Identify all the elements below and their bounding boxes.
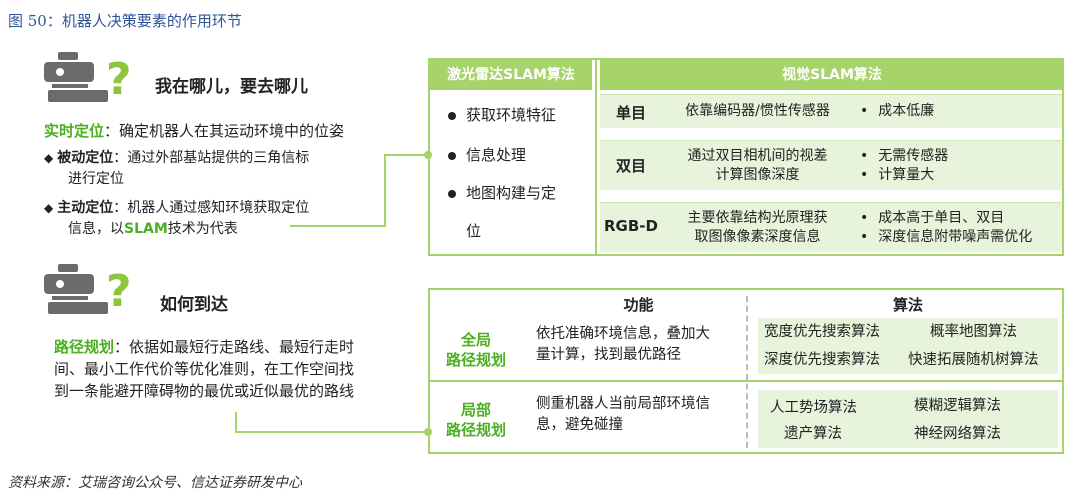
- laser-item: 获取环境特征: [448, 104, 556, 125]
- realtime-localization-text: 实时定位：确定机器人在其运动环境中的位姿: [44, 120, 344, 142]
- visual-row-mono: 单目 依靠编码器/惯性传感器 •成本低廉: [600, 94, 1062, 128]
- bullet-dot-icon: [448, 151, 456, 160]
- visual-row-stereo: 双目 通过双目相机间的视差计算图像深度 •无需传感器•计算量大: [600, 140, 1062, 190]
- algorithm-column-header: 算法: [892, 296, 923, 314]
- navigation-heading: 如何到达: [160, 295, 228, 315]
- algorithm-item: 模糊逻辑算法: [914, 398, 1001, 414]
- realtime-localization-key: 实时定位: [44, 122, 105, 140]
- laser-item: 位: [466, 222, 482, 240]
- algorithm-item: 遗产算法: [784, 426, 842, 442]
- column-separator: [746, 296, 748, 448]
- laser-slam-header: 激光雷达SLAM算法: [430, 60, 592, 90]
- bullet-dot-icon: [448, 111, 456, 120]
- path-planning-text: 路径规划：依据如最短行走路线、最短行走时 间、最小工作代价等优化准则，在工作空间…: [54, 338, 355, 400]
- active-localization-text: ◆主动定位：机器人通过感知环境获取定位 信息，以SLAM技术为代表: [44, 200, 310, 237]
- svg-text:?: ?: [106, 54, 132, 105]
- robot-question-icon: ?: [40, 262, 135, 320]
- global-path-function: 依托准确环境信息，叠加大量计算，找到最优路径: [536, 326, 710, 363]
- localization-heading: 我在哪儿，要去哪儿: [155, 77, 308, 97]
- bullet-dot-icon: [448, 189, 456, 198]
- visual-row-rgbd: RGB-D 主要依靠结构光原理获取图像像素深度信息 •成本高于单目、双目•深度信…: [600, 202, 1062, 252]
- diamond-bullet-icon: ◆: [44, 201, 54, 215]
- global-path-planning-label: 全局路径规划: [445, 331, 506, 369]
- algorithm-item: 神经网络算法: [914, 426, 1001, 442]
- local-path-function: 侧重机器人当前局部环境信息，避免碰撞: [536, 396, 710, 433]
- realtime-localization-desc: ：确定机器人在其运动环境中的位姿: [104, 122, 345, 140]
- row-divider: [430, 380, 1062, 382]
- source-note: 资料来源：艾瑞咨询公众号、信达证券研发中心: [8, 475, 302, 491]
- robot-question-icon: ?: [40, 50, 135, 108]
- algorithm-item: 快速拓展随机树算法: [908, 352, 1039, 368]
- figure-title: 图 50：机器人决策要素的作用环节: [8, 12, 242, 30]
- global-algorithms-panel: 宽度优先搜索算法 概率地图算法 深度优先搜索算法 快速拓展随机树算法: [758, 318, 1058, 374]
- slam-algorithms-box: 激光雷达SLAM算法 视觉SLAM算法 获取环境特征 信息处理 地图构建与定 位…: [428, 58, 1064, 256]
- function-column-header: 功能: [623, 296, 654, 314]
- laser-item: 信息处理: [448, 144, 526, 165]
- svg-text:?: ?: [106, 266, 132, 317]
- visual-slam-header: 视觉SLAM算法: [600, 60, 1064, 90]
- path-planning-box: 功能 算法 全局路径规划 依托准确环境信息，叠加大量计算，找到最优路径 宽度优先…: [428, 288, 1064, 454]
- algorithm-item: 人工势场算法: [770, 400, 857, 416]
- passive-localization-text: ◆被动定位：通过外部基站提供的三角信标 进行定位: [44, 150, 310, 187]
- algorithm-item: 概率地图算法: [930, 324, 1017, 340]
- local-path-planning-label: 局部路径规划: [445, 401, 506, 439]
- diamond-bullet-icon: ◆: [44, 151, 54, 165]
- algorithm-item: 深度优先搜索算法: [764, 352, 880, 368]
- algorithm-item: 宽度优先搜索算法: [764, 324, 880, 340]
- slam-divider: [595, 60, 597, 256]
- laser-item: 地图构建与定: [448, 182, 556, 203]
- local-algorithms-panel: 人工势场算法 模糊逻辑算法 遗产算法 神经网络算法: [758, 390, 1058, 448]
